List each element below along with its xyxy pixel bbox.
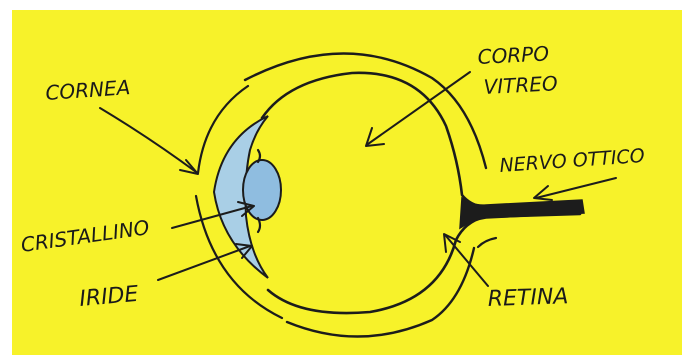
label-iride: IRIDE <box>78 282 139 312</box>
label-corpo: CORPO <box>477 41 550 69</box>
label-retina: RETINA <box>487 284 568 312</box>
label-vitreo: VITREO <box>483 71 558 99</box>
